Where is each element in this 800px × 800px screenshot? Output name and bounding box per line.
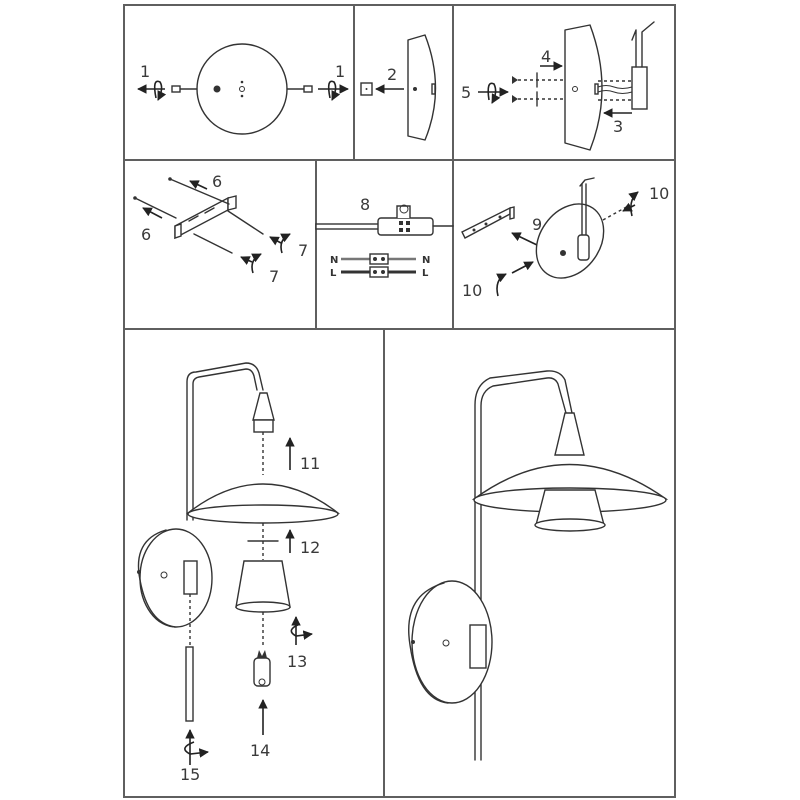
wire-label-live: L: [422, 268, 429, 279]
terminal-block-icon: [377, 217, 434, 236]
step-label: 5: [461, 83, 471, 102]
switch-sleeve-icon: [577, 234, 590, 261]
panel-grid: [123, 4, 676, 798]
rotate-icon: [327, 80, 341, 101]
lamp-arm: [186, 362, 264, 521]
step-label: 6: [141, 225, 151, 244]
rotate-icon: [280, 233, 291, 254]
wire-label-live: L: [330, 268, 337, 279]
step-label: 3: [613, 117, 623, 136]
rod-icon: [185, 646, 194, 722]
rotate-icon: [153, 80, 167, 101]
panel-1: 1 1: [137, 43, 349, 135]
panel-6: 9 10 10: [461, 177, 669, 300]
screw-icon: [303, 85, 313, 93]
connector-icon: [369, 253, 389, 265]
rotate-icon: [496, 273, 507, 297]
panel-4: 6 6 7 7: [133, 172, 308, 286]
outer-border: [123, 4, 676, 798]
step-label: 7: [269, 267, 279, 286]
panel-5: 8 N N L L: [315, 195, 454, 279]
rotate-icon: [290, 623, 313, 640]
step-label: 10: [462, 281, 482, 300]
step-label: 1: [140, 62, 150, 81]
step-label: 6: [212, 172, 222, 191]
rotate-icon: [251, 253, 262, 274]
wall-plate-icon: [139, 528, 213, 628]
step-label: 11: [300, 454, 320, 473]
rotate-icon: [487, 82, 501, 104]
step-label: 15: [180, 765, 200, 784]
mounting-bracket-icon: [174, 196, 229, 240]
wire-icon: [631, 21, 655, 68]
screw-hole-icon: [213, 85, 221, 93]
step-label: 7: [298, 241, 308, 260]
step-label: 14: [250, 741, 270, 760]
lamp-socket-icon: [554, 412, 585, 456]
step-label: 2: [387, 65, 397, 84]
wire-label-neutral: N: [422, 255, 430, 266]
step-label: 13: [287, 652, 307, 671]
panel-8: [408, 370, 669, 761]
step-label: 8: [360, 195, 370, 214]
socket-thread-icon: [253, 419, 274, 433]
rotate-icon: [184, 741, 209, 758]
wall-plate-front: [196, 43, 288, 135]
junction-box-icon: [631, 66, 648, 110]
attach-arrow-icon: [511, 232, 538, 246]
anchor-arrow-icon: [189, 180, 208, 190]
step-label: 12: [300, 538, 320, 557]
screw-icon: [171, 85, 181, 93]
step-label: 1: [335, 62, 345, 81]
panel-2: 2: [360, 34, 437, 141]
step-label: 4: [541, 47, 551, 66]
rotate-icon: [628, 191, 639, 217]
cable-icon: [315, 223, 389, 230]
wall-plate-icon: [535, 203, 605, 279]
step-label: 9: [532, 215, 542, 234]
step-label: 10: [649, 184, 669, 203]
wire-label-neutral: N: [330, 255, 338, 266]
center-hole-icon: [239, 86, 245, 92]
panel-7: 11 12 13 14 15: [137, 362, 341, 784]
switch-sleeve-icon: [469, 624, 487, 669]
wall-plate-side: [564, 24, 603, 151]
panel-3: 3 4 5: [461, 21, 655, 151]
connector-icon: [369, 266, 389, 278]
bulb-icon: [253, 657, 271, 687]
lamp-arm: [474, 370, 573, 761]
diffuser-icon: [235, 560, 291, 608]
lamp-socket-icon: [252, 392, 275, 421]
anchor-arrow-icon: [142, 207, 163, 219]
switch-sleeve-icon: [183, 560, 198, 595]
